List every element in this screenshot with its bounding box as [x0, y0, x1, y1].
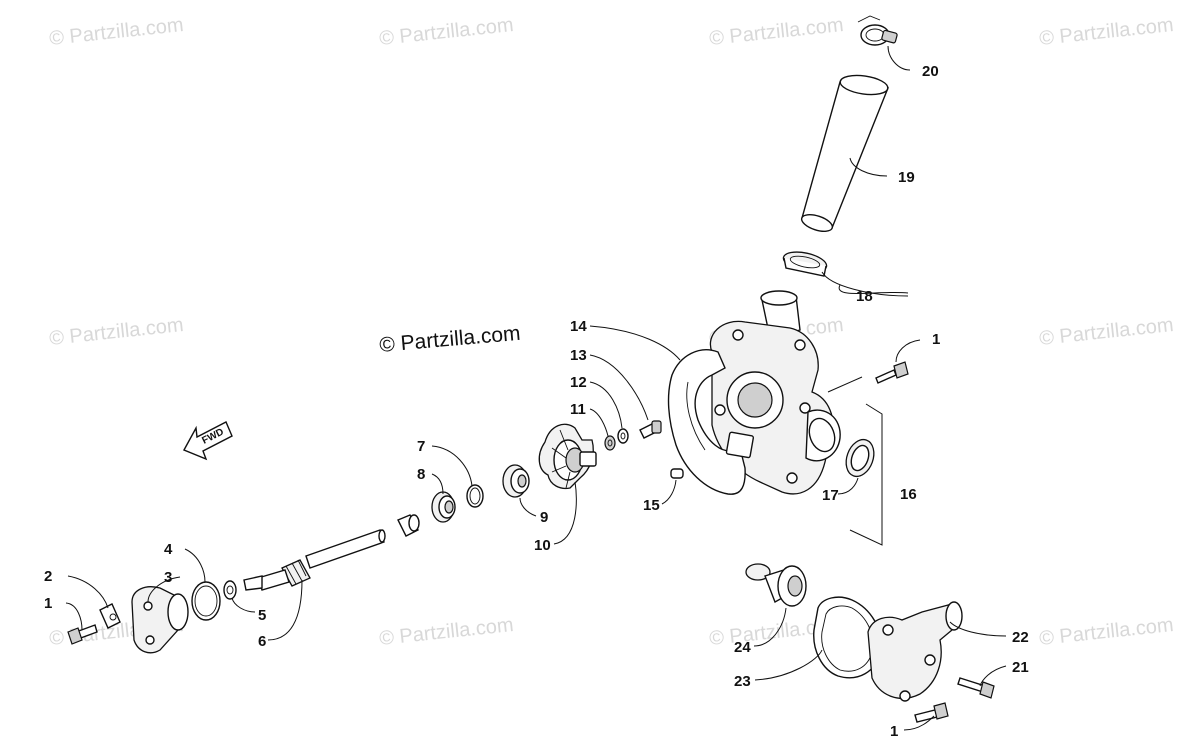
callout-16: 16 [900, 486, 917, 503]
callout-8: 8 [417, 466, 425, 483]
callout-labels: 1 2 3 4 5 6 7 8 9 10 11 12 13 14 15 16 1… [44, 63, 1029, 740]
callout-21: 21 [1012, 659, 1029, 676]
shaft-cover [131, 586, 189, 654]
callout-1-thermostat: 1 [890, 723, 898, 740]
callout-23: 23 [734, 673, 751, 690]
callout-18: 18 [856, 288, 873, 305]
callout-2: 2 [44, 568, 52, 585]
assembly-bracket [849, 403, 883, 546]
callout-24: 24 [734, 639, 751, 656]
impeller [538, 423, 597, 490]
housing-bolt [875, 361, 909, 384]
callout-19: 19 [898, 169, 915, 186]
shaft-washer [223, 580, 237, 600]
hose [800, 74, 889, 232]
main-watermark: © Partzilla.com [378, 322, 521, 357]
watermark: © Partzilla.com [378, 14, 514, 50]
hose-clamp-lower [782, 251, 828, 277]
thermostat-cover-bolt-lower [914, 702, 949, 723]
bearing [431, 491, 456, 523]
callout-15: 15 [643, 497, 660, 514]
watermark: © Partzilla.com [708, 14, 844, 50]
mechanical-seal [502, 464, 530, 498]
callout-7: 7 [417, 438, 425, 455]
callout-14: 14 [570, 318, 587, 335]
housing-gasket [667, 349, 755, 495]
leader-lines [65, 45, 1007, 731]
watermark: © Partzilla.com [1038, 314, 1174, 350]
o-ring-small [191, 581, 221, 621]
hose-clamp-top [857, 15, 898, 46]
dowel-pin [670, 468, 684, 479]
pump-shaft [243, 529, 386, 591]
callout-10: 10 [534, 537, 551, 554]
callout-12: 12 [570, 374, 587, 391]
shaft-spacer [397, 514, 420, 537]
o-ring-large [845, 438, 875, 478]
callout-22: 22 [1012, 629, 1029, 646]
circlip [466, 484, 484, 508]
washer-inner [604, 435, 616, 451]
callout-3: 3 [164, 569, 172, 586]
callout-20: 20 [922, 63, 939, 80]
callout-5: 5 [258, 607, 266, 624]
thermostat [745, 563, 807, 607]
callout-1-housing: 1 [932, 331, 940, 348]
parts-layer [67, 15, 995, 723]
impeller-bolt [639, 420, 662, 439]
thermostat-cover-bolt [957, 677, 995, 699]
cover-bolt [67, 624, 98, 645]
callout-1: 1 [44, 595, 52, 612]
callout-17: 17 [822, 487, 839, 504]
fwd-arrow-icon: FWD [183, 421, 233, 461]
callout-11: 11 [570, 401, 586, 418]
callout-6: 6 [258, 633, 266, 650]
watermark: © Partzilla.com [1038, 614, 1174, 650]
watermark: © Partzilla.com [48, 314, 184, 350]
washer-outer [617, 428, 629, 444]
callout-9: 9 [540, 509, 548, 526]
callout-4: 4 [164, 541, 173, 558]
callout-13: 13 [570, 347, 587, 364]
cover-bracket [99, 603, 121, 629]
watermark: © Partzilla.com [1038, 14, 1174, 50]
watermark: © Partzilla.com [48, 14, 184, 50]
thermostat-cover [867, 601, 963, 702]
watermark-layer: © Partzilla.com © Partzilla.com © Partzi… [48, 14, 1174, 650]
watermark: © Partzilla.com [378, 614, 514, 650]
